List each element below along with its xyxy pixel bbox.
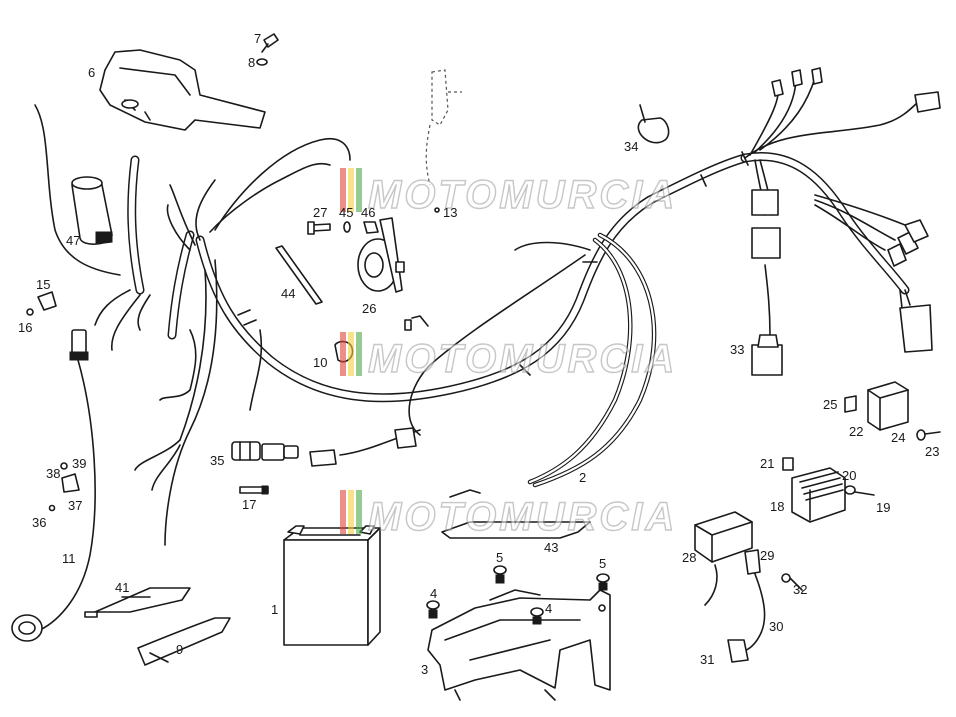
watermark-text-top: MOTOMURCIA — [368, 173, 677, 217]
handlebar-switch-part-6 — [99, 49, 266, 131]
label-9: 9 — [176, 642, 183, 657]
harness-tape-bands — [237, 151, 749, 376]
label-46: 46 — [361, 205, 375, 220]
label-23: 23 — [925, 444, 939, 459]
label-4b: 4 — [545, 601, 552, 616]
regulator-part-18 — [782, 457, 875, 523]
label-25: 25 — [823, 397, 837, 412]
label-34: 34 — [624, 139, 638, 154]
label-41: 41 — [115, 580, 129, 595]
label-28: 28 — [682, 550, 696, 565]
battery-tray-part-3 — [427, 589, 611, 701]
watermark-bottom: MOTOMURCIA — [340, 490, 677, 540]
label-45: 45 — [339, 205, 353, 220]
label-24: 24 — [891, 430, 905, 445]
label-11: 11 — [62, 551, 76, 566]
label-15: 15 — [36, 277, 50, 292]
label-7: 7 — [254, 31, 261, 46]
watermark-text-middle: MOTOMURCIA — [368, 337, 677, 381]
label-30: 30 — [769, 619, 783, 634]
clips-parts — [26, 291, 80, 512]
ghost-switch-part-13 — [425, 69, 462, 213]
label-13: 13 — [443, 205, 457, 220]
label-47: 47 — [66, 233, 80, 248]
watermark-text-bottom: MOTOMURCIA — [368, 495, 677, 539]
label-1: 1 — [271, 602, 278, 617]
label-21: 21 — [760, 456, 774, 471]
label-5a: 5 — [496, 550, 503, 565]
label-33: 33 — [730, 342, 744, 357]
watermark-middle: MOTOMURCIA — [340, 332, 677, 382]
label-8: 8 — [248, 55, 255, 70]
main-wiring-harness — [34, 77, 921, 546]
fuse-part-17 — [239, 485, 269, 495]
rod-part-44 — [275, 245, 323, 305]
label-44: 44 — [281, 286, 295, 301]
label-35: 35 — [210, 453, 224, 468]
label-31: 31 — [700, 652, 714, 667]
label-16: 16 — [18, 320, 32, 335]
label-18: 18 — [770, 499, 784, 514]
strap-part-34 — [637, 104, 670, 144]
label-17: 17 — [242, 497, 256, 512]
horn-part-26 — [307, 217, 405, 293]
fuse-holder-part-35 — [231, 441, 299, 461]
connector-part-33 — [751, 189, 783, 376]
label-32: 32 — [793, 582, 807, 597]
label-36: 36 — [32, 515, 46, 530]
plate-part-43 — [441, 489, 591, 539]
label-6: 6 — [88, 65, 95, 80]
label-20: 20 — [842, 468, 856, 483]
label-2: 2 — [579, 470, 586, 485]
strap-part-9 — [137, 617, 231, 666]
coil-part-29-31 — [727, 549, 803, 663]
screw-part-7-8 — [256, 33, 279, 66]
label-38: 38 — [46, 466, 60, 481]
label-29: 29 — [760, 548, 774, 563]
cdi-part-28 — [694, 511, 753, 606]
label-4a: 4 — [430, 586, 437, 601]
label-43: 43 — [544, 540, 558, 555]
label-39: 39 — [72, 456, 86, 471]
label-22: 22 — [849, 424, 863, 439]
cap-part-47 — [71, 176, 113, 245]
right-top-connectors — [771, 67, 941, 353]
label-26: 26 — [362, 301, 376, 316]
label-10: 10 — [313, 355, 327, 370]
label-3: 3 — [421, 662, 428, 677]
label-19: 19 — [876, 500, 890, 515]
label-27: 27 — [313, 205, 327, 220]
sensor-part-11 — [11, 329, 96, 642]
label-37: 37 — [68, 498, 82, 513]
label-5b: 5 — [599, 556, 606, 571]
bolts-part-4-5 — [426, 565, 610, 625]
part-number-labels: 1 2 3 4 4 5 5 6 7 8 9 10 11 13 15 16 17 … — [18, 31, 939, 677]
relay-part-22 — [844, 381, 941, 441]
strap-part-41 — [84, 587, 191, 618]
watermark-top: MOTOMURCIA — [340, 168, 677, 218]
battery-part-1 — [283, 525, 381, 646]
connector-small — [309, 427, 417, 467]
